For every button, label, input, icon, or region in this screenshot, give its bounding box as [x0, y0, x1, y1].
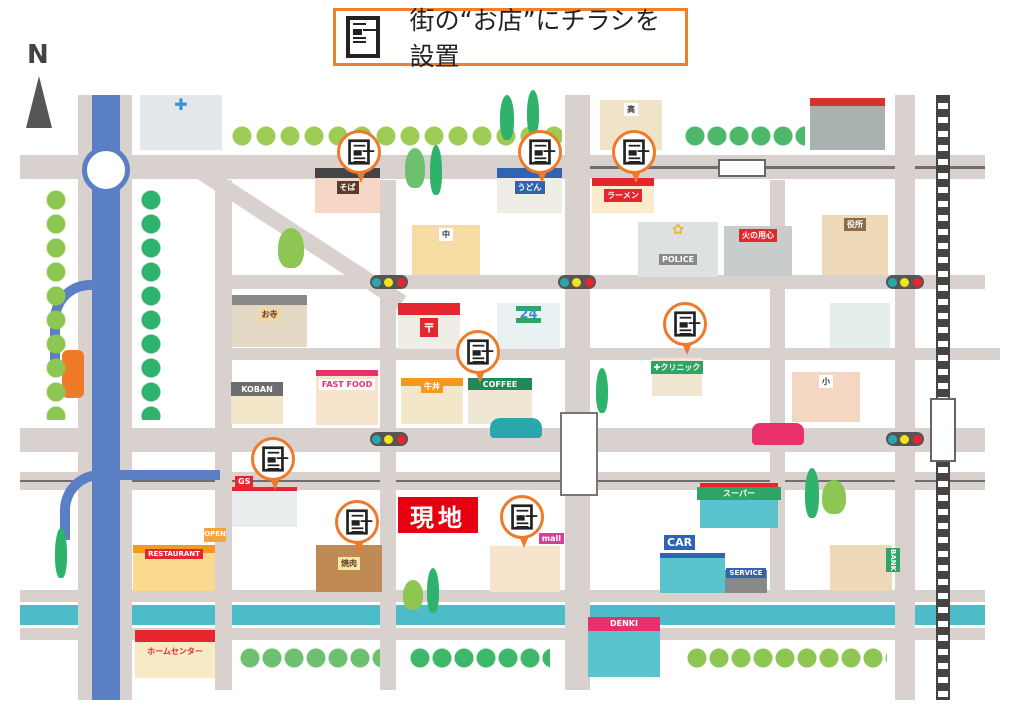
car-orange — [62, 350, 84, 398]
road-5-line — [20, 480, 985, 482]
tree-row — [685, 126, 805, 146]
flyer-icon — [511, 504, 533, 530]
flyer-icon — [529, 139, 551, 165]
road-sign-box — [718, 159, 766, 177]
railway-crossing — [930, 398, 956, 462]
soba-shop: そば — [315, 168, 380, 213]
flyer-pin-mall[interactable] — [500, 495, 544, 548]
tree-column — [46, 190, 66, 420]
tree — [405, 148, 425, 188]
road-3 — [220, 348, 1000, 360]
flyer-icon — [262, 446, 284, 472]
road-v1 — [215, 180, 232, 690]
tree — [278, 228, 304, 268]
flyer-pin-udon[interactable] — [518, 130, 562, 183]
car-pink — [752, 423, 804, 445]
flyer-pin-coffee[interactable] — [456, 330, 500, 383]
bank: BANK — [830, 545, 900, 591]
roundabout — [82, 146, 130, 194]
temple: お寺 — [232, 295, 307, 347]
middle-school: 中 — [412, 225, 480, 275]
tree — [805, 468, 819, 518]
flyer-pin-soba[interactable] — [337, 130, 381, 183]
flyer-pin-yakiniku[interactable] — [335, 500, 379, 553]
police-station: ✿POLICE — [638, 222, 718, 277]
flyer-icon — [346, 509, 368, 535]
convenience-store: 24 — [497, 303, 560, 349]
flyer-pin-clinic[interactable] — [663, 302, 707, 355]
city-office: 役所 — [822, 215, 888, 275]
railway — [936, 95, 950, 700]
restaurant: RESTAURANT — [133, 545, 215, 591]
flyer-icon — [348, 139, 370, 165]
flyer-pin-ramen[interactable] — [612, 130, 656, 183]
river — [20, 605, 985, 625]
denki-store: DENKI — [588, 617, 660, 677]
current-location-label: 現地 — [398, 497, 478, 533]
tree — [822, 480, 846, 514]
north-arrow-icon — [26, 76, 52, 128]
traffic-light — [886, 275, 924, 289]
fire-station: 火の用心 — [724, 226, 792, 276]
tree-row — [410, 648, 550, 668]
post-office: 〒 — [398, 303, 460, 349]
tree — [527, 90, 539, 135]
road-north-centerline — [575, 166, 985, 169]
road-v5 — [895, 95, 915, 700]
traffic-light — [886, 432, 924, 446]
open-sign: OPEN — [204, 528, 226, 542]
fast-food: FAST FOOD — [316, 370, 378, 425]
flyer-icon — [623, 139, 645, 165]
road-river-south — [20, 628, 985, 640]
hospital: ✚ — [140, 95, 222, 150]
elementary-school: 小 — [792, 372, 860, 422]
yakiniku-shop: 焼肉 — [316, 545, 382, 592]
tree — [596, 368, 608, 413]
flyer-icon — [674, 311, 696, 337]
clinic: ✚クリニック — [650, 358, 704, 396]
car-service: SERVICE — [725, 568, 767, 593]
car-teal — [490, 418, 542, 438]
traffic-light — [370, 432, 408, 446]
tree — [427, 568, 439, 613]
home-center: ホームセンター — [135, 630, 215, 678]
flyer-icon — [467, 339, 489, 365]
supermarket: スーパー — [697, 483, 781, 528]
north-label: N — [27, 40, 49, 70]
traffic-light — [370, 275, 408, 289]
tree-row — [240, 648, 380, 668]
crosswalk-center — [560, 412, 598, 496]
udon-shop: うどん — [497, 168, 562, 213]
road-river-north — [20, 590, 985, 602]
gyudon-shop: 牛丼 — [401, 378, 463, 424]
tree — [55, 528, 67, 578]
koban: KOBAN — [231, 382, 283, 424]
highway-ramp — [60, 470, 220, 540]
shopping-mall: mall — [490, 533, 564, 592]
tree — [430, 145, 442, 195]
traffic-light — [558, 275, 596, 289]
flyer-icon — [346, 16, 380, 58]
title-text: 街の“お店”にチラシを設置 — [409, 6, 661, 71]
school-building-east — [830, 303, 890, 348]
car-dealer: CAR — [660, 535, 725, 593]
legend-title-box: 街の“お店”にチラシを設置 — [333, 6, 688, 71]
highway — [92, 95, 120, 700]
gas-station: GS — [232, 476, 297, 527]
road-2 — [220, 275, 985, 289]
shrine — [810, 98, 885, 150]
ramen-shop: ラーメン — [592, 178, 654, 213]
tree — [500, 95, 514, 140]
road-v3 — [565, 95, 590, 690]
flyer-pin-gas-station[interactable] — [251, 437, 295, 490]
tree-row — [232, 126, 562, 146]
tree-column — [141, 190, 161, 420]
tree-row — [687, 648, 887, 668]
tree — [403, 580, 423, 610]
